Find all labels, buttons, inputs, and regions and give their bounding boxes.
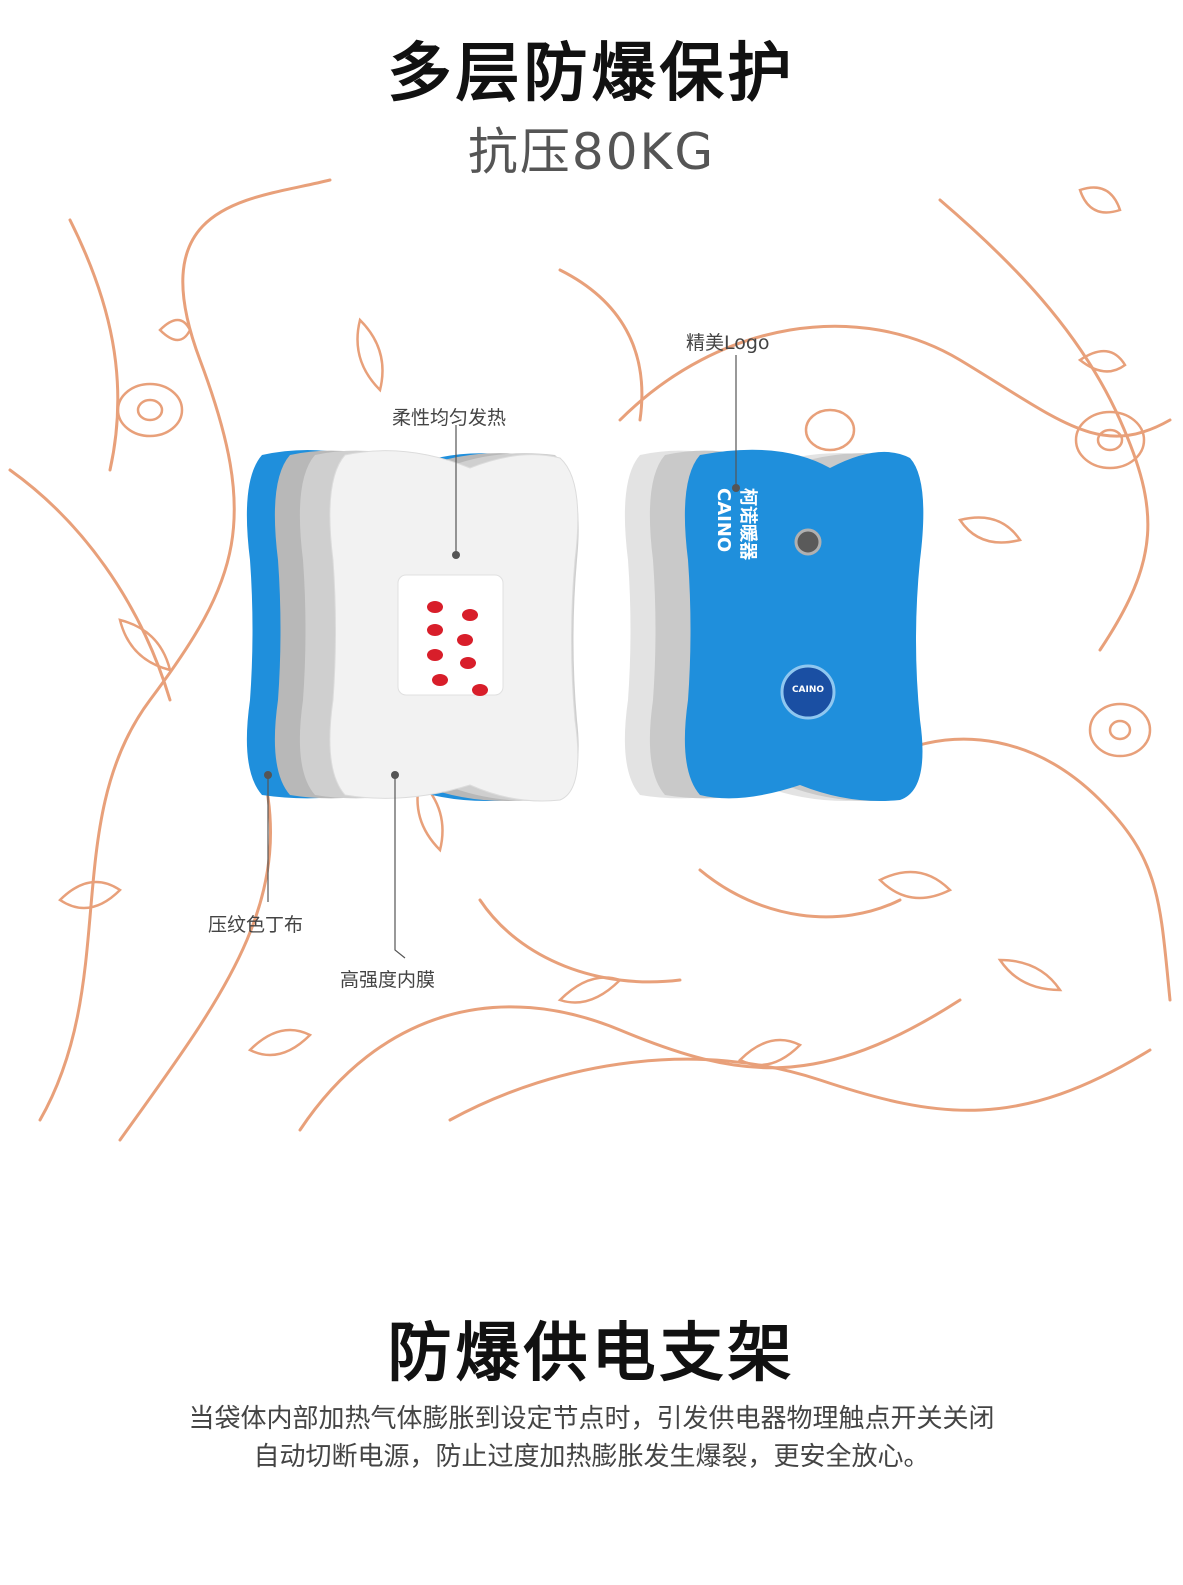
blue-front-face (684, 449, 924, 801)
logo-badge-icon (780, 664, 836, 720)
section-description-line1: 当袋体内部加热气体膨胀到设定节点时，引发供电器物理触点开关关闭 (188, 1404, 995, 1434)
badge-brand-latin: CAINO (792, 685, 824, 695)
bag-front-right: CAINO CAINO 柯诺暖器 (624, 449, 924, 801)
section-description-line2: 自动切断电源，防止过度加热膨胀发生爆裂，更安全放心。 (253, 1442, 930, 1472)
callout-membrane: 高强度内膜 (340, 969, 436, 991)
valve-icon (794, 528, 822, 556)
callout-lines (264, 355, 740, 959)
brand-logo-cn: 柯诺暖器 (737, 488, 759, 561)
heating-element (397, 574, 504, 696)
callout-fabric: 压纹色丁布 (208, 914, 304, 936)
page-title: 多层防爆保护 (387, 37, 796, 111)
floral-leaves (58, 186, 1152, 1067)
section-title: 防爆供电支架 (387, 1317, 796, 1391)
floral-vine-background (8, 178, 1172, 1142)
callout-logo: 精美Logo (686, 332, 770, 354)
brand-logo-latin: CAINO (713, 488, 734, 552)
page-subtitle: 抗压80KG (467, 123, 716, 181)
callout-heating: 柔性均匀发热 (392, 407, 507, 429)
bag-layers-left (246, 450, 579, 802)
